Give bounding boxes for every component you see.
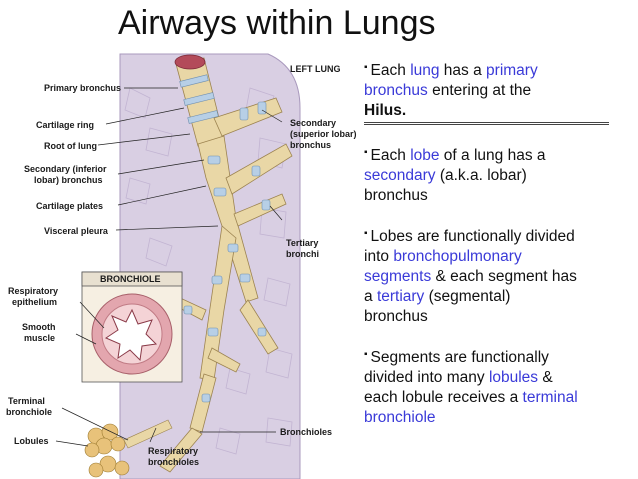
term-terminal: terminal (522, 389, 578, 406)
label-cartilage-plates: Cartilage plates (36, 201, 103, 211)
label-left-lung: LEFT LUNG (290, 64, 341, 74)
term-hilus: Hilus. (364, 102, 407, 119)
text: of a lung has a (439, 147, 546, 164)
term-bronchiole: bronchiole (364, 409, 436, 426)
bullet-tertiary-bronchus: ▪Lobes are functionally divided into bro… (364, 224, 636, 327)
label-smooth-muscle-2: muscle (24, 333, 55, 343)
label-terminal-bronchiole-2: bronchiole (6, 407, 52, 417)
cartilage-plates (179, 74, 271, 403)
bullet-dot: ▪ (364, 228, 368, 239)
label-respiratory-epithelium-2: epithelium (12, 297, 57, 307)
bullet-dot: ▪ (364, 62, 368, 73)
respiratory-bronchiole-shape (123, 419, 173, 449)
primary-bronchus-opening (174, 54, 206, 70)
term-lung: lung (410, 62, 440, 79)
lung-airway-diagram: LEFT LUNG Primary bronchus Cartilage rin… (6, 53, 357, 479)
bullet-dot: ▪ (364, 147, 368, 158)
label-secondary-superior-1: Secondary (290, 118, 336, 128)
text: has a (439, 62, 487, 79)
label-bronchiole-box: BRONCHIOLE (100, 274, 161, 284)
term-lobe: lobe (410, 147, 440, 164)
label-tertiary-1: Tertiary (286, 238, 318, 248)
label-lobules: Lobules (14, 436, 49, 446)
label-terminal-bronchiole-1: Terminal (8, 396, 45, 406)
small-branch-1 (207, 347, 241, 373)
term-bronchus: bronchus (364, 82, 428, 99)
label-secondary-superior-2: (superior lobar) (290, 129, 357, 139)
bullet-list: ▪Each lung has a primary bronchus enteri… (364, 58, 636, 446)
bullet-secondary-bronchus: ▪Each lobe of a lung has a secondary (a.… (364, 143, 636, 206)
label-root-of-lung: Root of lung (44, 141, 97, 151)
tertiary-branch-2 (239, 299, 279, 355)
term-primary: primary (486, 62, 538, 79)
text: entering at the (427, 82, 532, 99)
label-secondary-inferior-2: lobar) bronchus (34, 175, 103, 185)
label-respiratory-epithelium-1: Respiratory (8, 286, 58, 296)
text: each lobule receives a (364, 389, 523, 406)
text: & each segment has (431, 268, 577, 285)
term-tertiary: tertiary (376, 288, 425, 305)
text: (a.k.a. lobar) (435, 167, 527, 184)
label-respiratory-bronchioles-1: Respiratory (148, 446, 198, 456)
label-bronchioles: Bronchioles (280, 427, 332, 437)
text: Each (370, 62, 411, 79)
label-visceral-pleura: Visceral pleura (44, 226, 109, 236)
term-lobules: lobules (488, 369, 539, 386)
label-primary-bronchus: Primary bronchus (44, 83, 121, 93)
text: divided into many (364, 369, 489, 386)
main-trunk (197, 135, 259, 303)
bullet-primary-bronchus: ▪Each lung has a primary bronchus enteri… (364, 58, 636, 125)
bullet-dot: ▪ (364, 349, 368, 360)
term-bronchopulmonary: bronchopulmonary (393, 248, 522, 265)
label-cartilage-ring: Cartilage ring (36, 120, 94, 130)
airway-illustration: LEFT LUNG Primary bronchus Cartilage rin… (0, 48, 360, 479)
text: Lobes are functionally divided (370, 228, 575, 245)
label-smooth-muscle-1: Smooth (22, 322, 56, 332)
slide-title: Airways within Lungs (118, 4, 436, 42)
text: a (364, 288, 377, 305)
text: Each (370, 147, 411, 164)
text: (segmental) (424, 288, 511, 305)
bullet-terminal-bronchiole: ▪Segments are functionally divided into … (364, 345, 636, 428)
alveolar-sacs (84, 423, 130, 478)
text: Segments are functionally (370, 349, 549, 366)
terminal-branch (159, 427, 203, 473)
hilus-underline (364, 122, 609, 125)
text: & (538, 369, 553, 386)
label-secondary-superior-3: bronchus (290, 140, 331, 150)
text: into (364, 248, 394, 265)
text: bronchus (364, 308, 428, 325)
term-secondary: secondary (364, 167, 436, 184)
label-respiratory-bronchioles-2: bronchioles (148, 457, 199, 467)
leader-lines (55, 87, 283, 447)
bronchiole-epithelium (104, 308, 158, 362)
label-secondary-inferior-1: Secondary (inferior (24, 164, 107, 174)
text: bronchus (364, 187, 428, 204)
label-tertiary-2: bronchi (286, 249, 319, 259)
term-segments: segments (364, 268, 432, 285)
